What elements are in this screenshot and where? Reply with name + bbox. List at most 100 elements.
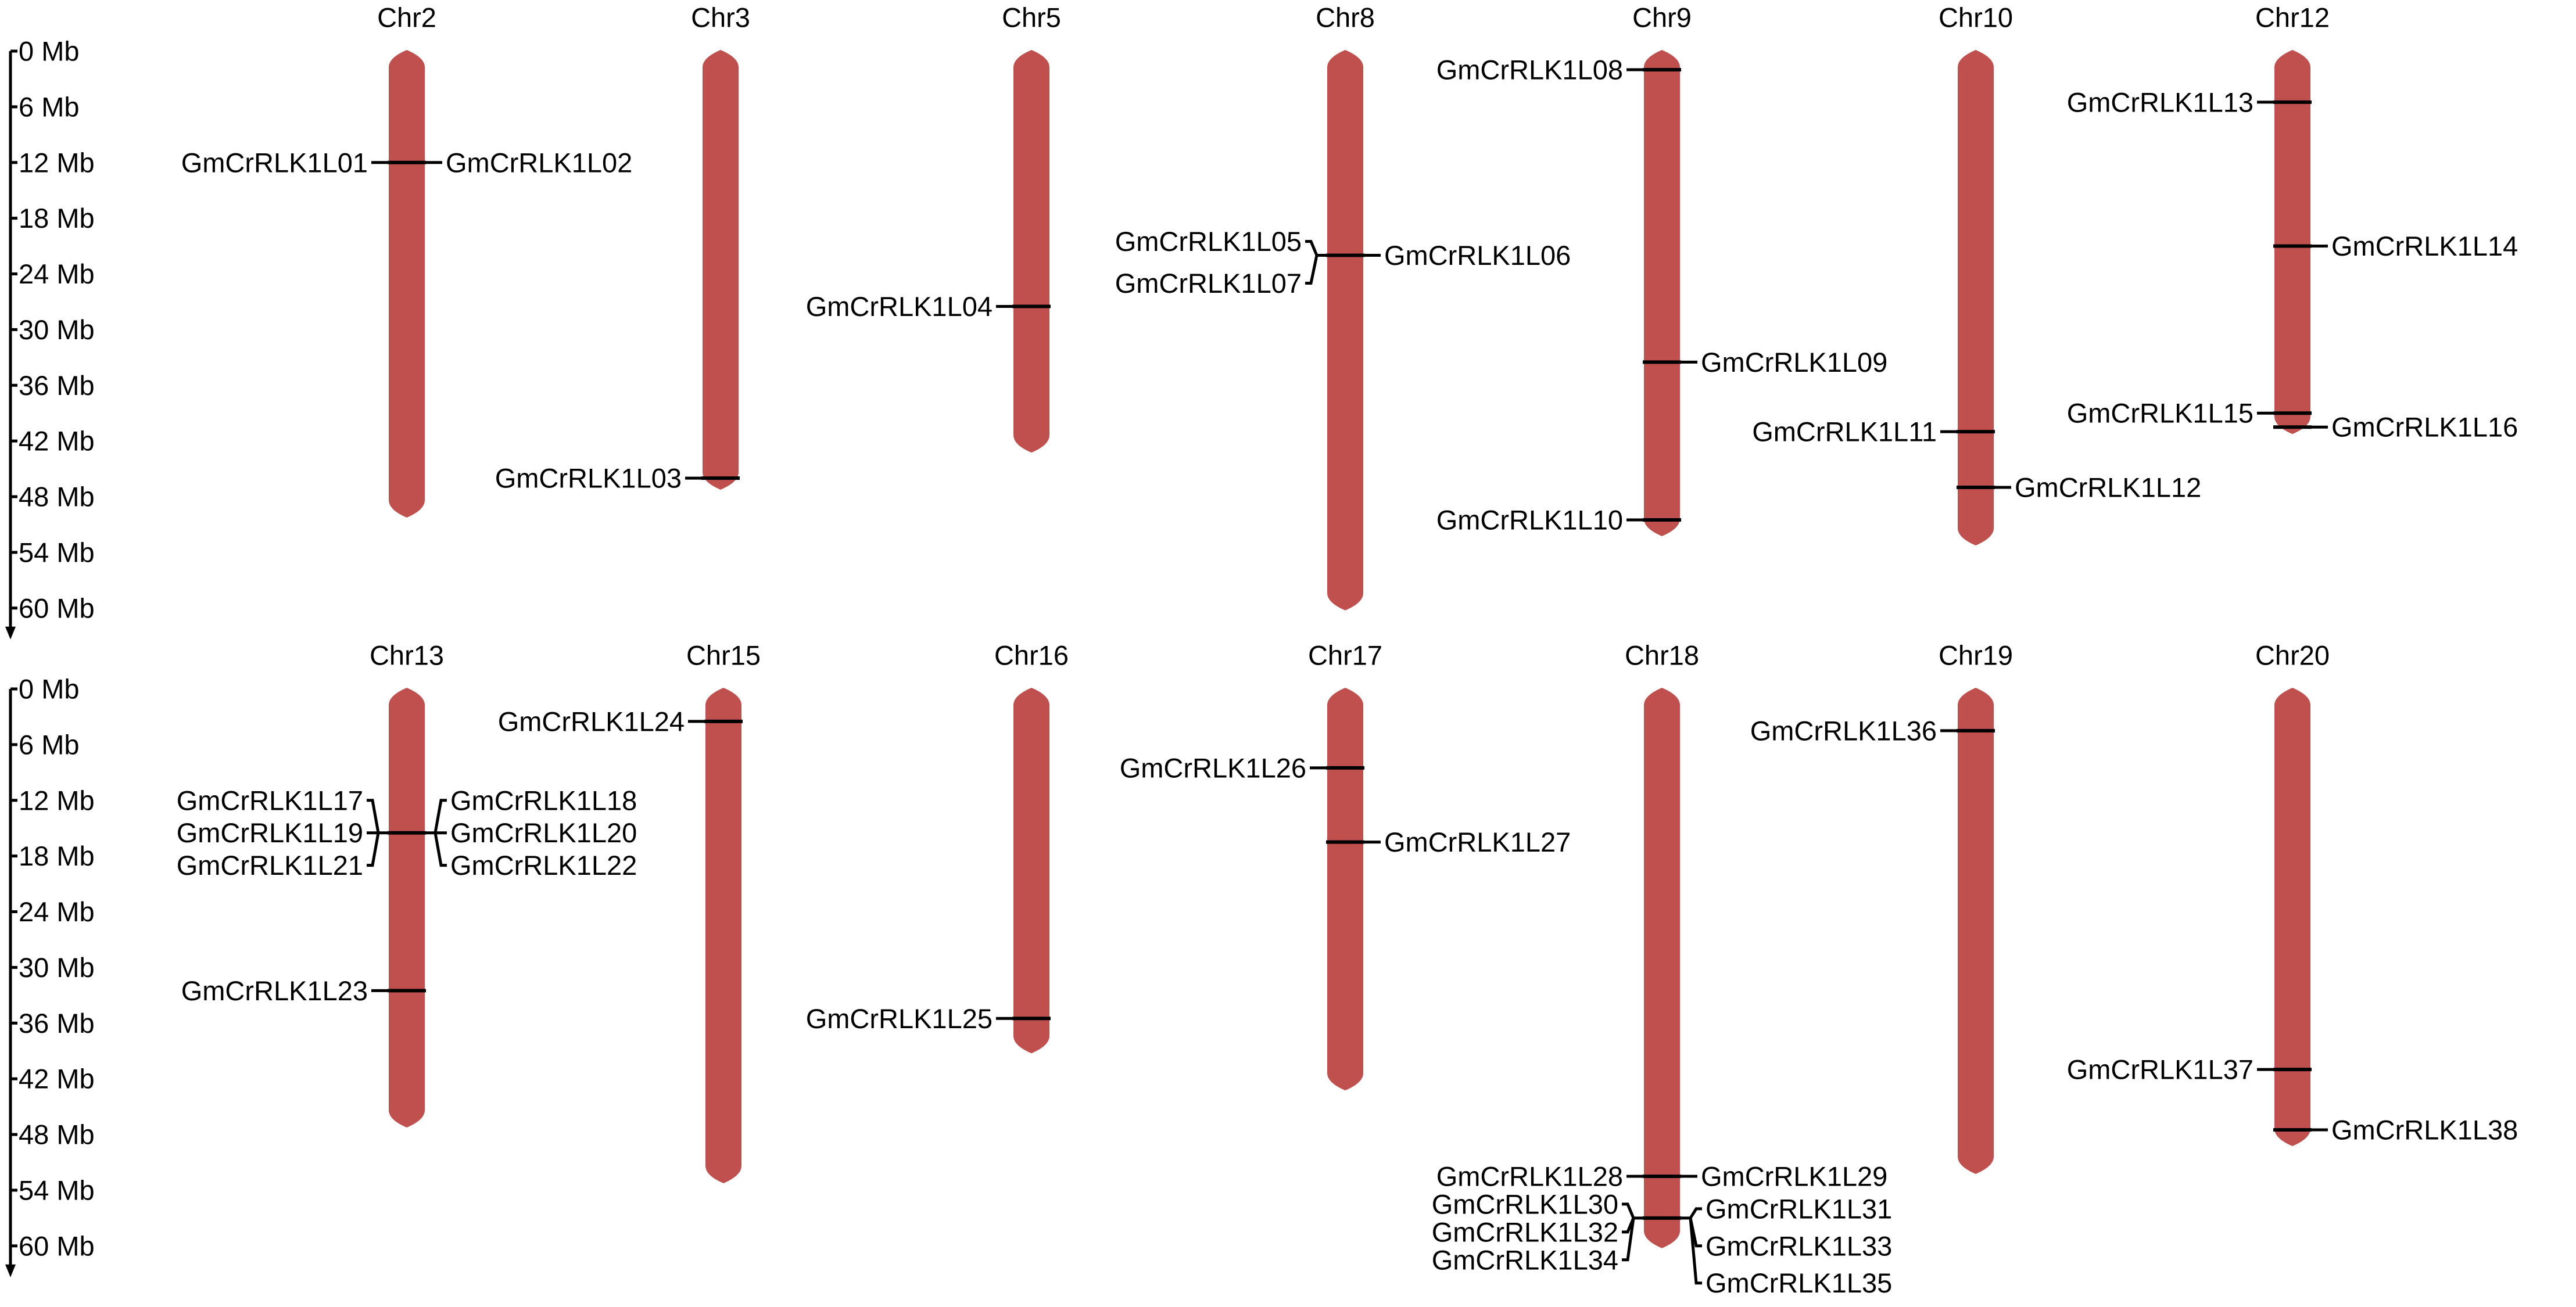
gene-bracket-arm bbox=[1689, 1207, 1702, 1219]
scale-axis-arrow bbox=[5, 1264, 16, 1277]
scale-tick-label: 30 Mb bbox=[19, 952, 95, 983]
gene-label: GmCrRLK1L36 bbox=[1750, 715, 1937, 746]
gene-label: GmCrRLK1L32 bbox=[1432, 1216, 1618, 1247]
chromosome-label: Chr5 bbox=[1002, 2, 1061, 33]
chromosome-label: Chr3 bbox=[691, 2, 750, 33]
scale-tick-label: 6 Mb bbox=[19, 91, 80, 122]
gene-label: GmCrRLK1L18 bbox=[450, 785, 637, 816]
gene-label: GmCrRLK1L16 bbox=[2331, 412, 2518, 443]
chromosome-bar bbox=[1327, 688, 1363, 1091]
chromosome-label: Chr20 bbox=[2255, 640, 2330, 671]
chromosome-bar bbox=[1644, 50, 1680, 536]
gene-label: GmCrRLK1L37 bbox=[2067, 1054, 2253, 1085]
chromosome-bar bbox=[1958, 688, 1994, 1174]
gene-bracket-arm bbox=[1622, 1218, 1635, 1262]
gene-label: GmCrRLK1L26 bbox=[1120, 752, 1306, 783]
gene-bracket-arm bbox=[1305, 240, 1319, 256]
scale-tick-label: 48 Mb bbox=[19, 1119, 95, 1150]
gene-label: GmCrRLK1L09 bbox=[1701, 347, 1887, 378]
gene-label: GmCrRLK1L06 bbox=[1384, 240, 1571, 271]
gene-label: GmCrRLK1L11 bbox=[1752, 416, 1937, 447]
chromosome-bar bbox=[1958, 50, 1994, 545]
chromosome-label: Chr13 bbox=[370, 640, 444, 671]
gene-label: GmCrRLK1L10 bbox=[1436, 504, 1623, 535]
gene-label: GmCrRLK1L01 bbox=[181, 147, 368, 178]
gene-label: GmCrRLK1L24 bbox=[498, 706, 685, 737]
gene-label: GmCrRLK1L13 bbox=[2067, 87, 2253, 117]
gene-label: GmCrRLK1L07 bbox=[1115, 268, 1302, 299]
chromosome-label: Chr10 bbox=[1939, 2, 2013, 33]
gene-label: GmCrRLK1L04 bbox=[806, 291, 993, 322]
scale-tick-label: 60 Mb bbox=[19, 1230, 95, 1261]
gene-label: GmCrRLK1L17 bbox=[177, 785, 363, 816]
gene-label: GmCrRLK1L08 bbox=[1436, 54, 1623, 85]
gene-label: GmCrRLK1L02 bbox=[446, 147, 632, 178]
scale-tick-label: 54 Mb bbox=[19, 1175, 95, 1205]
scale-tick-label: 12 Mb bbox=[19, 147, 95, 178]
gene-bracket-arm bbox=[1622, 1202, 1635, 1219]
gene-label: GmCrRLK1L05 bbox=[1115, 226, 1302, 257]
chromosome-bar bbox=[389, 688, 425, 1128]
gene-label: GmCrRLK1L25 bbox=[806, 1003, 993, 1034]
gene-label: GmCrRLK1L33 bbox=[1706, 1230, 1892, 1261]
chromosome-label: Chr19 bbox=[1939, 640, 2013, 671]
gene-bracket-arm bbox=[433, 799, 447, 834]
chromosome-label: Chr18 bbox=[1625, 640, 1699, 671]
scale-tick-label: 42 Mb bbox=[19, 1064, 95, 1094]
gene-label: GmCrRLK1L29 bbox=[1701, 1161, 1887, 1191]
gene-label: GmCrRLK1L23 bbox=[181, 975, 368, 1006]
scale-tick-label: 60 Mb bbox=[19, 593, 95, 623]
gene-label: GmCrRLK1L12 bbox=[2015, 472, 2201, 503]
gene-label: GmCrRLK1L35 bbox=[1706, 1267, 1892, 1298]
gene-label: GmCrRLK1L20 bbox=[450, 817, 637, 848]
chromosome-label: Chr12 bbox=[2255, 2, 2330, 33]
scale-tick-label: 24 Mb bbox=[19, 258, 95, 289]
scale-tick-label: 36 Mb bbox=[19, 370, 95, 401]
gene-label: GmCrRLK1L30 bbox=[1432, 1188, 1618, 1219]
chromosome-bar bbox=[2274, 50, 2310, 435]
gene-bracket-arm bbox=[1305, 255, 1319, 285]
gene-label: GmCrRLK1L22 bbox=[450, 850, 637, 881]
chromosome-bar bbox=[1013, 50, 1049, 453]
chromosome-bar bbox=[1644, 688, 1680, 1248]
scale-tick-label: 6 Mb bbox=[19, 729, 80, 760]
scale-tick-label: 24 Mb bbox=[19, 896, 95, 927]
gene-label: GmCrRLK1L34 bbox=[1432, 1244, 1618, 1275]
gene-label: GmCrRLK1L31 bbox=[1706, 1193, 1892, 1224]
chromosome-label: Chr2 bbox=[377, 2, 436, 33]
chromosome-label: Chr8 bbox=[1316, 2, 1375, 33]
chromosome-label: Chr16 bbox=[994, 640, 1069, 671]
gene-label: GmCrRLK1L19 bbox=[177, 817, 363, 848]
gene-label: GmCrRLK1L28 bbox=[1436, 1161, 1623, 1191]
gene-label: GmCrRLK1L03 bbox=[495, 463, 682, 494]
scale-tick-label: 48 Mb bbox=[19, 482, 95, 512]
scale-tick-label: 42 Mb bbox=[19, 426, 95, 457]
scale-tick-label: 18 Mb bbox=[19, 841, 95, 871]
chromosome-bar bbox=[1013, 688, 1049, 1054]
scale-tick-label: 0 Mb bbox=[19, 36, 80, 67]
chromosome-label: Chr15 bbox=[686, 640, 761, 671]
scale-axis-arrow bbox=[5, 626, 16, 640]
gene-label: GmCrRLK1L21 bbox=[177, 850, 363, 881]
chromosome-bar bbox=[703, 50, 739, 490]
chromosome-label: Chr17 bbox=[1308, 640, 1382, 671]
gene-bracket-arm bbox=[367, 799, 380, 834]
scale-tick-label: 54 Mb bbox=[19, 537, 95, 568]
scale-tick-label: 18 Mb bbox=[19, 203, 95, 234]
chromosome-bar bbox=[1327, 50, 1363, 611]
scale-tick-label: 12 Mb bbox=[19, 785, 95, 816]
scale-tick-label: 0 Mb bbox=[19, 674, 80, 705]
chromosome-bar bbox=[2274, 688, 2310, 1147]
chromosome-bar bbox=[705, 688, 741, 1183]
gene-bracket-arm bbox=[1689, 1218, 1702, 1285]
scale-tick-label: 36 Mb bbox=[19, 1008, 95, 1039]
gene-label: GmCrRLK1L14 bbox=[2331, 231, 2518, 261]
gene-label: GmCrRLK1L27 bbox=[1384, 827, 1571, 857]
chromosome-label: Chr9 bbox=[1632, 2, 1692, 33]
gene-label: GmCrRLK1L38 bbox=[2331, 1115, 2518, 1146]
gene-label: GmCrRLK1L15 bbox=[2067, 398, 2253, 429]
scale-tick-label: 30 Mb bbox=[19, 314, 95, 345]
gene-bracket-arm bbox=[433, 832, 447, 867]
